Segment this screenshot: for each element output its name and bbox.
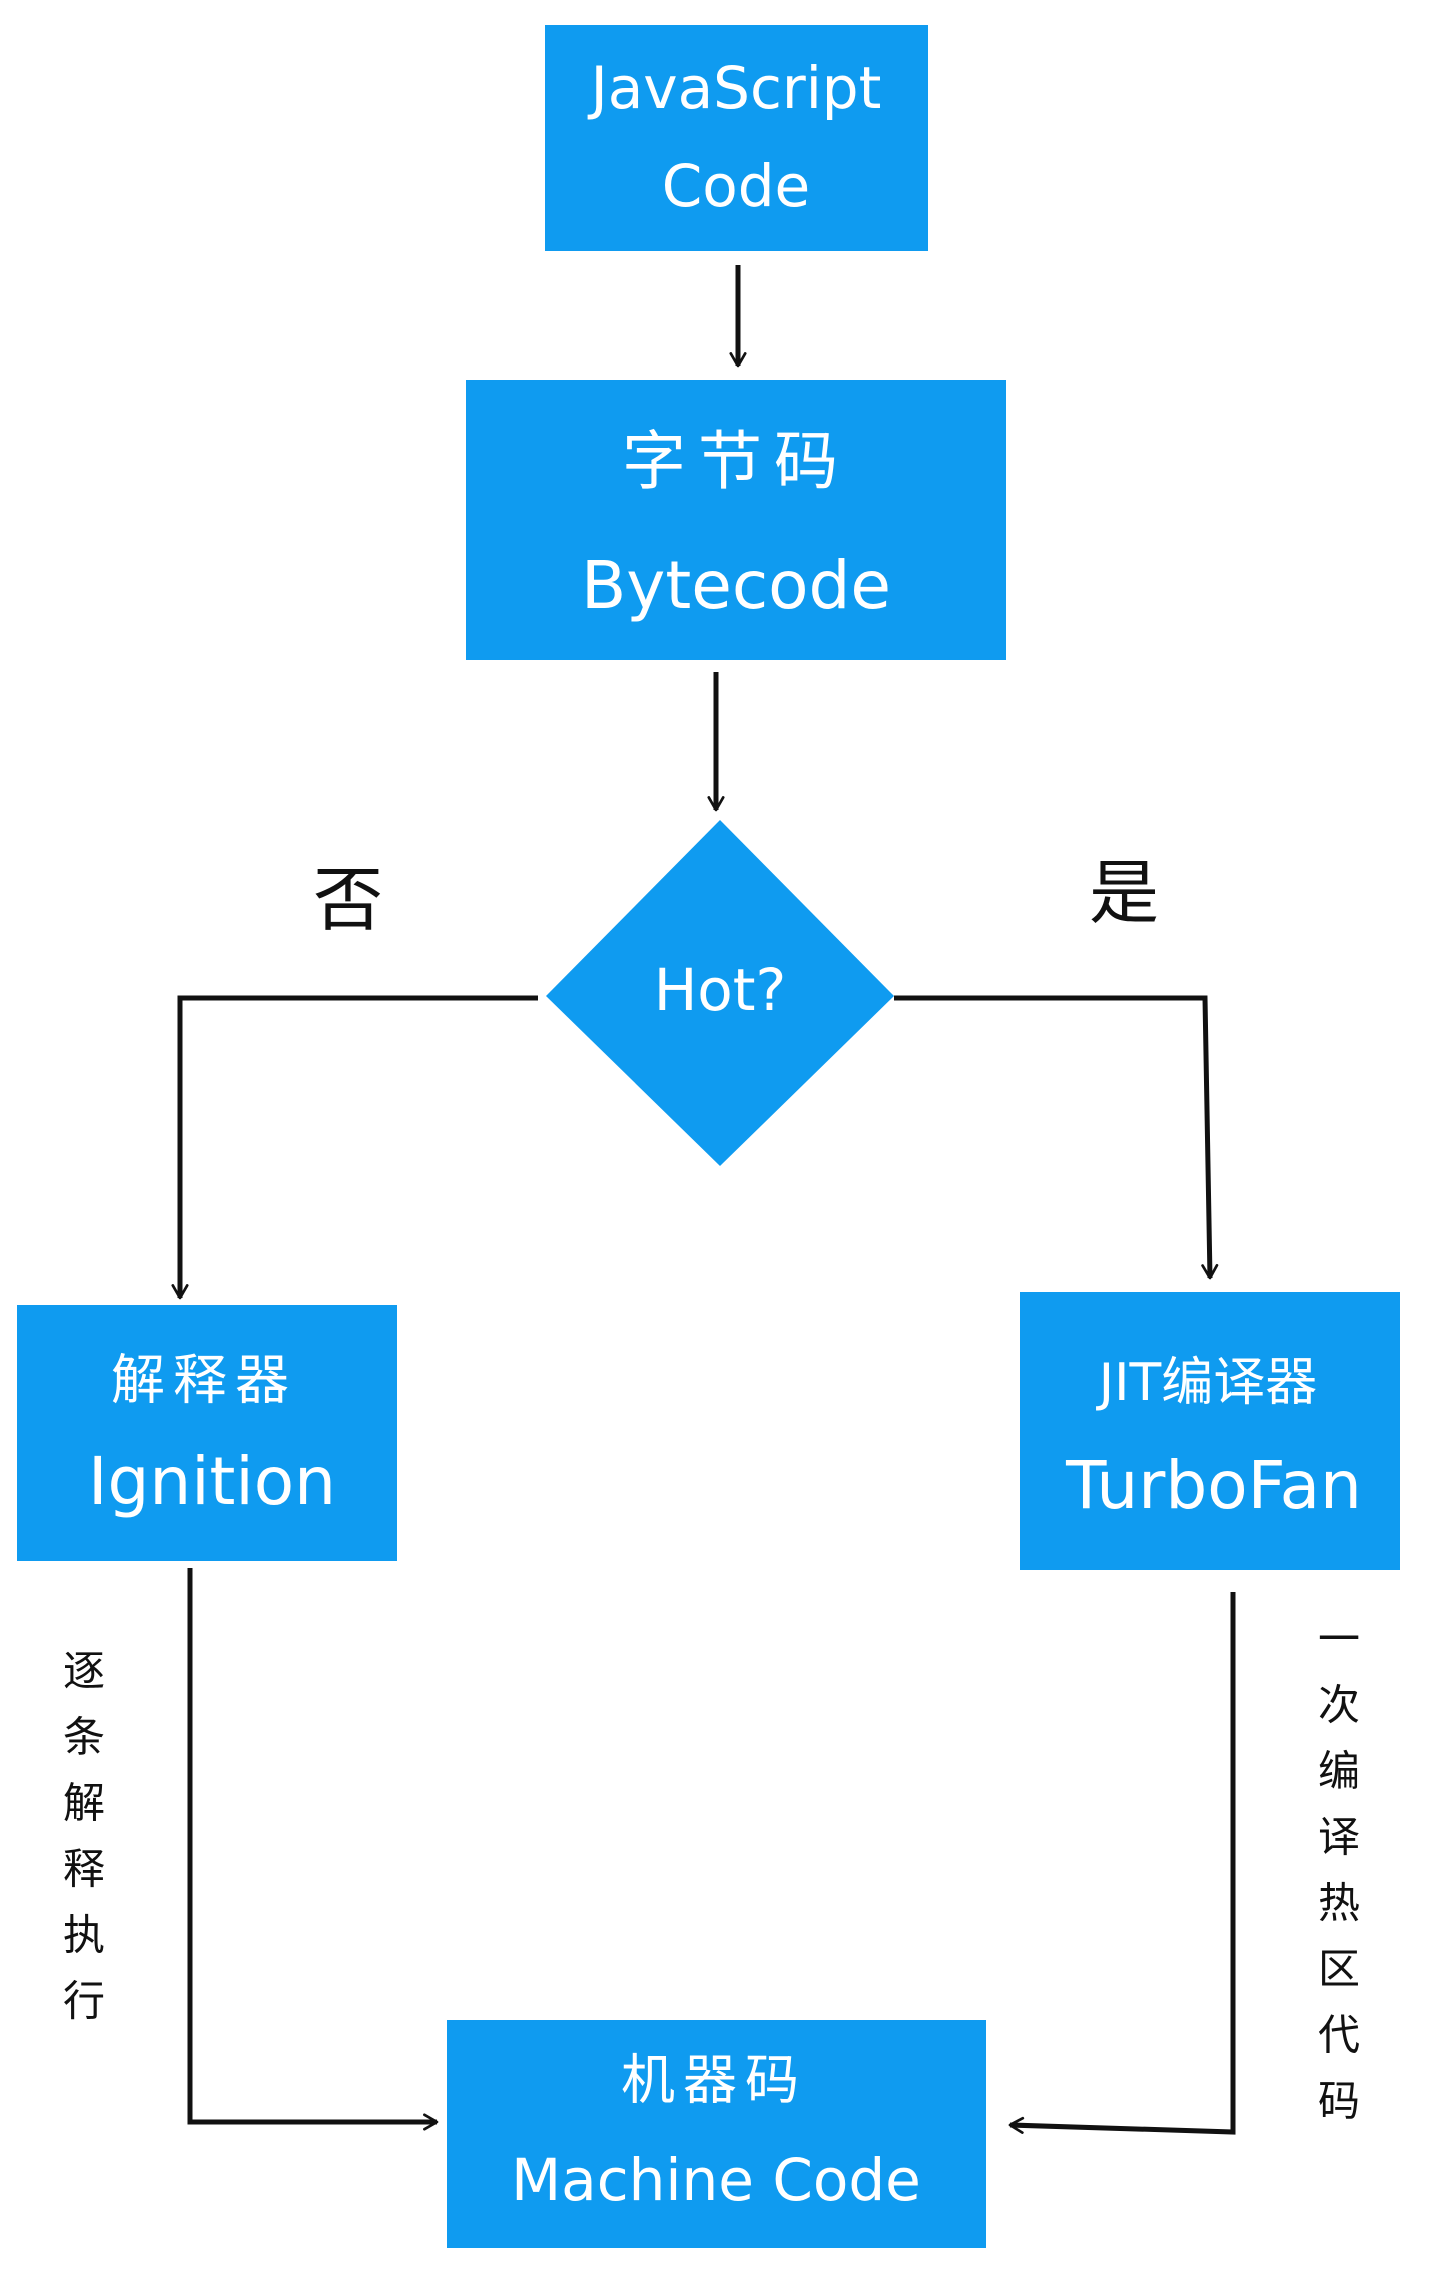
node-interpreter: 解释器 Ignition [17, 1305, 397, 1561]
jit-compiler-line2: TurboFan [1065, 1447, 1362, 1524]
bytecode-line1: 字节码 [622, 426, 850, 500]
side-note-right-char: 次 [1318, 1681, 1360, 1730]
branch-yes-label: 是 [1089, 852, 1159, 934]
side-note-right-char: 一 [1318, 1615, 1360, 1664]
interpreter-box [17, 1305, 397, 1561]
interpreter-line2: Ignition [88, 1443, 336, 1520]
interpreter-line1: 解释器 [111, 1349, 297, 1412]
side-note-right-char: 码 [1318, 2077, 1360, 2126]
arrow-decision-to-interpreter [171, 995, 538, 1300]
machine-code-line2: Machine Code [511, 2146, 921, 2214]
node-bytecode: 字节码 Bytecode [466, 380, 1006, 660]
javascript-code-line2: Code [662, 152, 810, 220]
side-note-left-char: 执 [63, 1911, 105, 1960]
bytecode-box [466, 380, 1006, 660]
jit-compiler-box [1020, 1292, 1400, 1570]
side-note-left-char: 行 [63, 1977, 105, 2026]
machine-code-box [447, 2020, 986, 2248]
side-note-left-char: 逐 [63, 1647, 105, 1696]
side-note-right-char: 区 [1318, 1945, 1360, 1994]
jit-compiler-line1: JIT编译器 [1096, 1353, 1317, 1413]
node-machine-code: 机器码 Machine Code [447, 2020, 986, 2248]
side-note-right-char: 热 [1318, 1879, 1360, 1928]
node-hot-decision: Hot? [546, 820, 894, 1166]
arrow-decision-to-jit [894, 995, 1219, 1280]
node-jit-compiler: JIT编译器 TurboFan [1020, 1292, 1400, 1570]
side-note-right-char: 代 [1318, 2011, 1360, 2060]
arrow-interpreter-to-machine-code [187, 1568, 439, 2131]
side-note-left-char: 解 [63, 1779, 105, 1828]
bytecode-line2: Bytecode [581, 547, 891, 624]
side-note-right-char: 译 [1318, 1813, 1360, 1862]
hot-decision-diamond [546, 820, 894, 1166]
side-note-left-char: 条 [63, 1713, 105, 1762]
machine-code-line1: 机器码 [621, 2049, 807, 2112]
node-javascript-code: JavaScript Code [545, 25, 928, 251]
javascript-code-line1: JavaScript [588, 54, 882, 122]
side-note-right-char: 编 [1318, 1747, 1360, 1796]
javascript-code-box [545, 25, 928, 251]
hot-decision-label: Hot? [654, 956, 787, 1024]
branch-no-label: 否 [313, 859, 383, 941]
arrow-jit-to-machine-code [1008, 1592, 1236, 2135]
side-note-left-char: 释 [63, 1845, 105, 1894]
